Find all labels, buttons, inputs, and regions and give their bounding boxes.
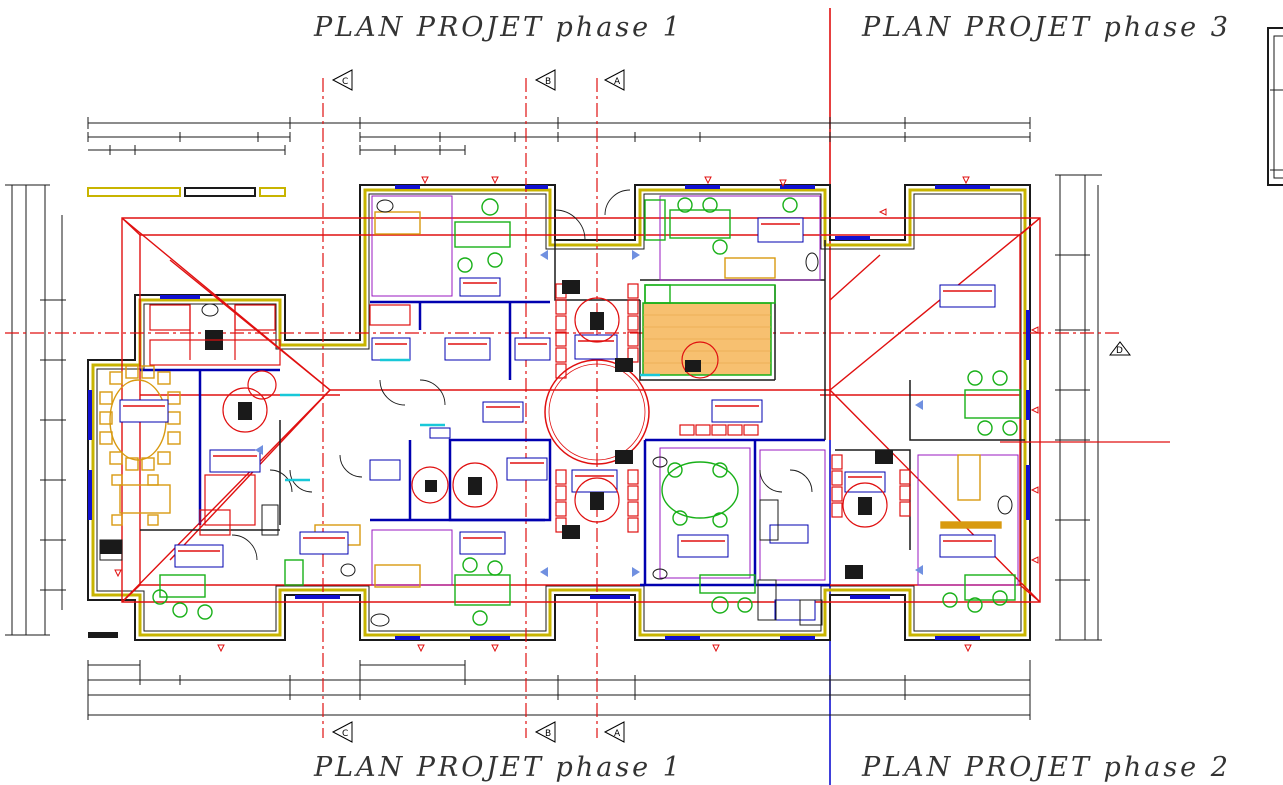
turning-circles (222, 297, 888, 528)
svg-text:C: C (342, 729, 348, 739)
svg-text:A: A (614, 729, 621, 739)
title-phase-1-top: PLAN PROJET phase 1 (314, 12, 683, 43)
section-marker-b-bottom: B (534, 721, 556, 743)
exterior-walls (87, 184, 1031, 641)
section-marker-b-top: B (534, 69, 556, 91)
roof-outline (121, 217, 1041, 603)
wall-segment (87, 187, 181, 197)
room-outline-green (644, 284, 776, 304)
sanitary-equipment (99, 199, 1013, 627)
exterior-walls-innermost (96, 193, 1022, 632)
dimension-lines-sides (11, 175, 1099, 640)
svg-text:C: C (342, 77, 348, 87)
dimension-ticks-top (87, 117, 1031, 155)
interior-partitions (140, 300, 830, 587)
svg-text:B: B (545, 77, 551, 87)
cyan-accents (280, 358, 660, 482)
dimension-lines-top (88, 122, 1030, 151)
section-marker-a-bottom: A (603, 721, 625, 743)
central-hall-circle-inner (548, 363, 646, 461)
wheelchair-symbols (100, 280, 893, 579)
office-furniture-green (152, 197, 1021, 626)
svg-text:B: B (545, 729, 551, 739)
room-tag-text-lines (123, 223, 992, 552)
dimension-lines-bottom (88, 664, 1030, 716)
exterior-walls-inner (91, 188, 1027, 637)
section-marker-d: D (1108, 341, 1132, 356)
dimension-ticks-bottom (87, 660, 1031, 720)
door-swings (231, 189, 813, 561)
section-marker-a-top: A (603, 69, 625, 91)
section-marker-c-top: C (331, 69, 353, 91)
legend-frame-fragment (1267, 27, 1283, 186)
svg-text:D: D (1116, 346, 1123, 356)
wall-segment (184, 187, 256, 197)
meeting-table-orange (99, 211, 1002, 588)
floor-hatch-lines (643, 314, 771, 364)
central-hall-circle (544, 359, 650, 465)
windows (88, 185, 1030, 640)
title-phase-2-bottom: PLAN PROJET phase 2 (862, 752, 1231, 783)
section-marker-c-bottom: C (331, 721, 353, 743)
wall-segment (88, 632, 118, 638)
restroom-partitions (149, 304, 411, 536)
dimension-ticks-sides (5, 174, 1102, 641)
wall-segment (259, 187, 286, 197)
title-phase-1-bottom: PLAN PROJET phase 1 (314, 752, 683, 783)
level-markers (114, 176, 1039, 653)
door-markers-blue (255, 250, 923, 577)
svg-text:A: A (614, 77, 621, 87)
title-phase-3-top: PLAN PROJET phase 3 (862, 12, 1231, 43)
